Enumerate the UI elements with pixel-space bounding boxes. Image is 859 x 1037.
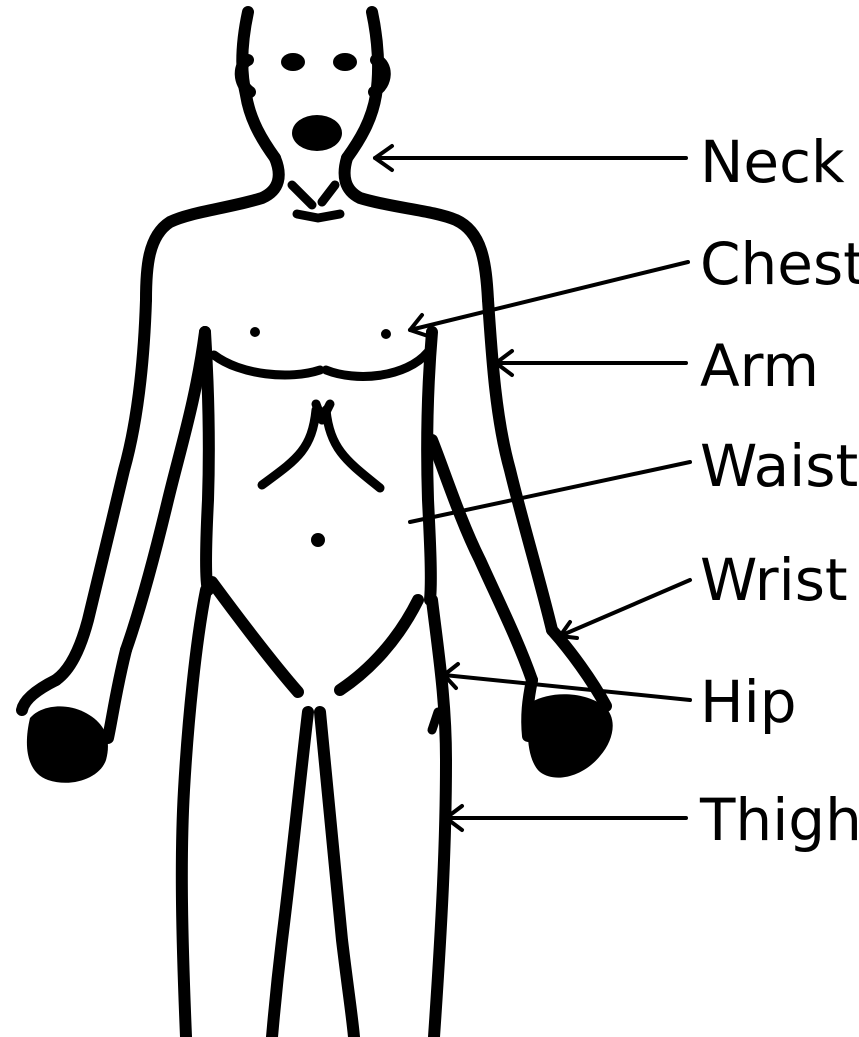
label-hip: Hip xyxy=(700,668,797,736)
label-thigh: Thigh xyxy=(699,786,859,854)
thigh-leader xyxy=(446,806,686,830)
left-hand xyxy=(22,650,126,783)
mouth xyxy=(292,115,342,151)
neck-leader xyxy=(375,146,686,170)
label-waist: Waist xyxy=(700,432,858,500)
pelvis xyxy=(212,582,418,692)
legs xyxy=(182,590,446,1037)
navel xyxy=(311,533,325,547)
neck-and-shoulders xyxy=(146,158,488,300)
left-arm xyxy=(56,300,205,680)
arm-leader xyxy=(496,351,686,375)
label-chest: Chest xyxy=(700,230,859,298)
left-nipple xyxy=(250,327,260,337)
label-arm: Arm xyxy=(700,332,819,400)
labels: Neck Chest Arm Waist Wrist Hip Thigh xyxy=(699,128,859,854)
right-nipple xyxy=(381,329,391,339)
label-wrist: Wrist xyxy=(700,546,848,614)
right-arm xyxy=(432,300,552,680)
head xyxy=(241,12,385,158)
right-hand xyxy=(527,630,612,778)
right-eye xyxy=(333,53,357,71)
left-eye xyxy=(281,53,305,71)
label-neck: Neck xyxy=(700,128,845,196)
torso xyxy=(205,327,432,600)
wrist-leader xyxy=(560,580,690,638)
chest-leader xyxy=(410,262,688,336)
